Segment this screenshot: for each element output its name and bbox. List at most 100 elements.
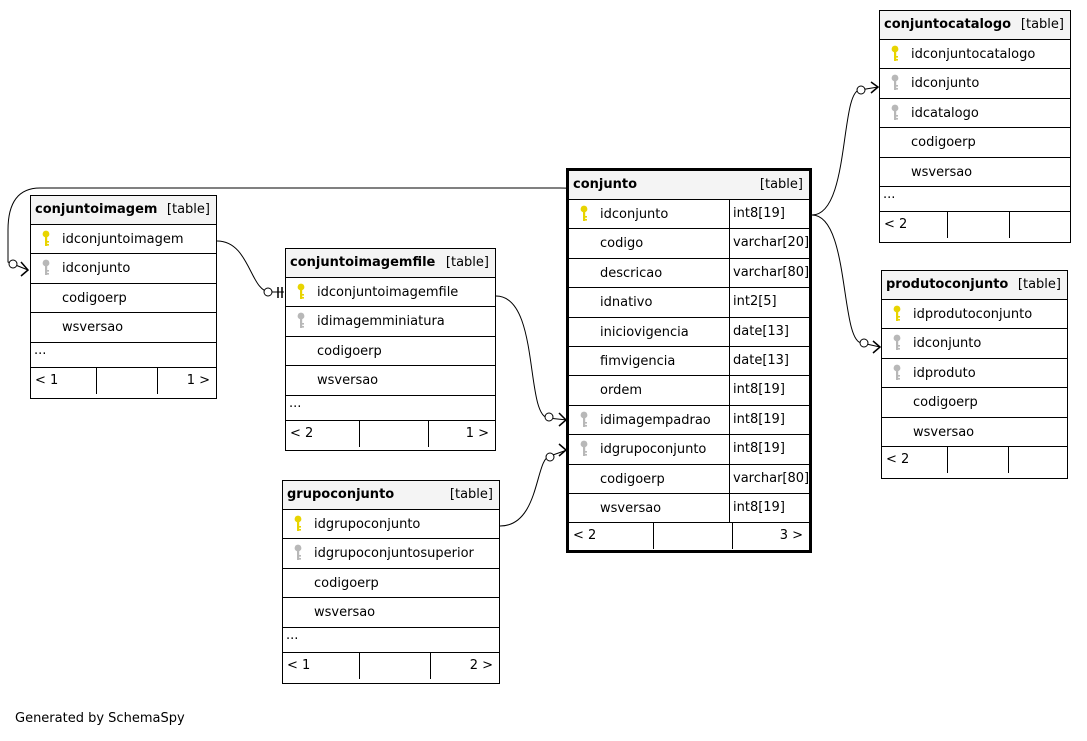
column-row[interactable]: wsversao xyxy=(882,418,1067,447)
table-footer: < 1 2 > xyxy=(283,652,499,679)
table-name[interactable]: conjuntoimagemfile xyxy=(290,255,436,270)
column-row[interactable]: ordem int8[19] xyxy=(569,376,812,406)
column-name: codigoerp xyxy=(62,290,127,306)
more-columns: ... xyxy=(880,187,1070,212)
table-header[interactable]: conjunto[table] xyxy=(569,171,809,200)
column-row[interactable]: wsversao xyxy=(31,313,216,343)
column-row[interactable]: idimagemminiatura xyxy=(286,307,495,337)
column-row[interactable]: codigoerp xyxy=(283,569,499,599)
column-row[interactable]: idconjuntoimagemfile xyxy=(286,278,495,308)
column-name: idconjunto xyxy=(911,76,980,92)
column-name: idnativo xyxy=(600,295,653,311)
column-name: codigoerp xyxy=(317,343,382,359)
table-type-tag: [table] xyxy=(445,255,489,270)
table-header[interactable]: conjuntocatalogo[table] xyxy=(880,11,1070,40)
table-header[interactable]: conjuntoimagem[table] xyxy=(31,196,216,225)
column-row[interactable]: idconjunto xyxy=(31,254,216,284)
column-name: ordem xyxy=(600,383,642,399)
column-name: idimagempadrao xyxy=(600,412,711,428)
table-produtoconjunto[interactable]: produtoconjunto[table] idprodutoconjunto i… xyxy=(881,270,1068,479)
column-row[interactable]: idgrupoconjunto xyxy=(283,510,499,540)
column-row[interactable]: idgrupoconjuntosuperior xyxy=(283,539,499,569)
column-row[interactable]: idprodutoconjunto xyxy=(882,300,1067,330)
child-count-link[interactable]: 2 > xyxy=(469,657,493,673)
primary-key-icon xyxy=(296,283,306,301)
column-name: idconjuntoimagem xyxy=(62,232,184,247)
column-name: codigoerp xyxy=(913,395,978,411)
table-name[interactable]: grupoconjunto xyxy=(287,487,395,502)
table-name[interactable]: conjuntoimagem xyxy=(35,202,158,217)
table-footer: < 1 1 > xyxy=(31,367,216,394)
link-end-circle xyxy=(263,287,273,297)
column-name: idgrupoconjunto xyxy=(600,442,707,458)
link-conjuntoimagemfile-conjunto xyxy=(495,295,568,421)
column-row[interactable]: idproduto xyxy=(882,359,1067,389)
foreign-key-icon xyxy=(892,364,902,382)
column-row[interactable]: idcatalogo xyxy=(880,99,1070,129)
column-name: idcatalogo xyxy=(911,105,979,121)
table-name[interactable]: produtoconjunto xyxy=(886,277,1009,292)
column-row[interactable]: wsversao xyxy=(286,366,495,396)
primary-key-icon xyxy=(890,45,900,63)
column-type: int8[19] xyxy=(729,376,812,405)
column-row[interactable]: wsversao xyxy=(283,598,499,628)
primary-key-icon xyxy=(293,515,303,533)
child-count-link[interactable]: 1 > xyxy=(465,425,489,441)
parent-count-link[interactable]: < 2 xyxy=(573,528,597,544)
foreign-key-icon xyxy=(890,104,900,122)
table-type-tag: [table] xyxy=(449,487,493,502)
column-row[interactable]: codigoerp xyxy=(880,128,1070,158)
table-header[interactable]: produtoconjunto[table] xyxy=(882,271,1067,300)
parent-count-link[interactable]: < 1 xyxy=(35,372,59,388)
child-count-link[interactable]: 1 > xyxy=(186,372,210,388)
parent-count-link[interactable]: < 2 xyxy=(884,216,908,232)
column-row[interactable]: wsversao xyxy=(880,158,1070,187)
column-row[interactable]: codigoerp xyxy=(882,388,1067,418)
parent-count-link[interactable]: < 2 xyxy=(290,425,314,441)
table-header[interactable]: conjuntoimagemfile [table] xyxy=(286,249,495,278)
primary-key-icon xyxy=(579,205,589,223)
column-name: fimvigencia xyxy=(600,353,676,369)
column-row[interactable]: idimagempadrao int8[19] xyxy=(569,405,812,436)
table-conjuntocatalogo[interactable]: conjuntocatalogo[table]idconjuntocatalog… xyxy=(879,10,1071,243)
table-footer: < 2 xyxy=(882,446,1067,473)
column-type: int8[19] xyxy=(729,405,812,435)
column-name: idprodutoconjunto xyxy=(913,307,1033,322)
foreign-key-icon xyxy=(579,411,589,429)
column-row[interactable]: idconjunto xyxy=(880,69,1070,99)
more-columns: ... xyxy=(286,396,495,421)
link-conjuntoimagem-conjuntoimagemfile xyxy=(216,240,284,293)
column-name: idgrupoconjuntosuperior xyxy=(314,546,474,562)
column-row[interactable]: codigoerp xyxy=(31,284,216,314)
table-conjuntoimagemfile[interactable]: conjuntoimagemfile [table] idconjuntoimage… xyxy=(285,248,496,451)
column-row[interactable]: idconjunto xyxy=(882,329,1067,359)
column-name: idconjunto xyxy=(600,207,669,222)
parent-count-link[interactable]: < 2 xyxy=(886,451,910,467)
parent-count-link[interactable]: < 1 xyxy=(287,657,311,673)
table-conjuntoimagem[interactable]: conjuntoimagem[table] idconjuntoimagem idc… xyxy=(30,195,217,399)
column-name: wsversao xyxy=(62,320,124,336)
table-name[interactable]: conjunto xyxy=(573,177,638,192)
column-row[interactable]: idconjuntocatalogo xyxy=(880,40,1070,70)
column-type: varchar[20] xyxy=(729,229,812,258)
table-name[interactable]: conjuntocatalogo xyxy=(884,17,1012,32)
column-row[interactable]: idconjuntoimagem xyxy=(31,225,216,255)
foreign-key-icon xyxy=(296,312,306,330)
column-type: varchar[80] xyxy=(729,258,812,288)
column-name: codigoerp xyxy=(600,471,665,487)
child-count-link[interactable]: 3 > xyxy=(779,528,803,544)
column-name: wsversao xyxy=(911,164,973,180)
table-header[interactable]: grupoconjunto [table] xyxy=(283,481,499,510)
table-grupoconjunto[interactable]: grupoconjunto [table] idgrupoconjunto idgru… xyxy=(282,480,500,684)
column-row[interactable]: codigoerp xyxy=(286,337,495,367)
